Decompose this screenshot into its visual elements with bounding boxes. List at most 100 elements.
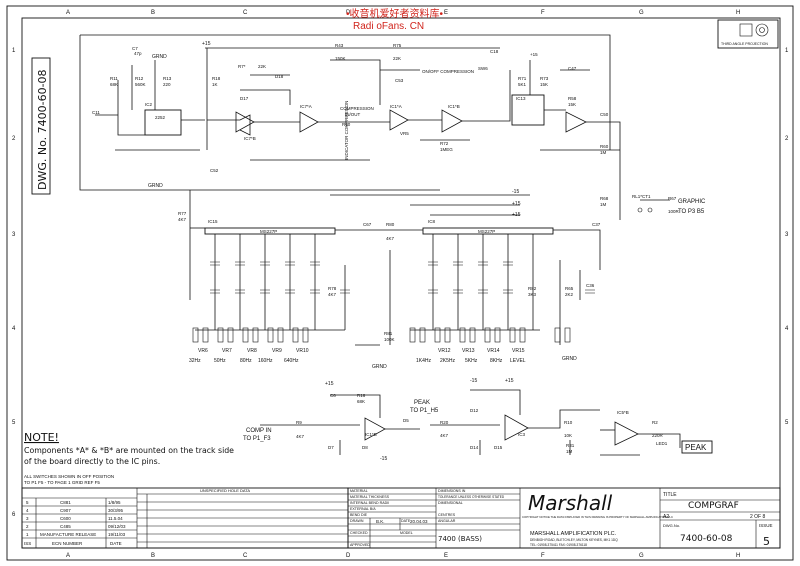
vr-label: VR13 — [462, 348, 475, 354]
part-ic15: MS227P — [260, 229, 277, 234]
band-label: 32Hz — [189, 358, 201, 364]
rev-iss: 1 — [26, 532, 29, 537]
col-label: G — [639, 553, 644, 559]
label-c47: C47 — [568, 66, 577, 71]
rev-date: 30/3/95 — [108, 508, 124, 513]
vr-label: VR14 — [487, 348, 500, 354]
band-label: 640Hz — [284, 358, 299, 364]
row-label: 5 — [12, 420, 16, 426]
note-switch1: ALL SWITCHES SHOWN IN OFF POSITION — [24, 474, 114, 479]
label-minus15: -15 — [512, 189, 519, 195]
col-label: A — [66, 10, 70, 16]
label-plus15-right: +15 — [530, 52, 538, 57]
value-c7: 47p — [134, 51, 142, 56]
value-r9: 4K7 — [296, 434, 305, 439]
vr-label: VR10 — [296, 348, 309, 354]
rev-iss: 2 — [26, 524, 29, 529]
tb-centres: CENTRES — [438, 513, 456, 517]
rev-iss: 3 — [26, 516, 29, 521]
label-r10: R10 — [342, 122, 351, 127]
rev-ecn: C907 — [60, 508, 71, 513]
label-c52: C52 — [210, 168, 219, 173]
label-gnd-right: GRND — [562, 356, 577, 362]
label-d18: D18 — [275, 74, 284, 79]
rev-ecn: C600 — [60, 516, 71, 521]
label-compression-inout: IN/OUT — [345, 112, 361, 117]
label-peak-out: PEAK — [414, 400, 430, 406]
band-label: 50Hz — [214, 358, 226, 364]
value-r80: 4K7 — [386, 236, 395, 241]
value-r13: 220 — [163, 82, 171, 87]
value-r58: 15K — [568, 102, 576, 107]
label-ic2: IC2 — [145, 102, 153, 107]
value-r77: 4K7 — [178, 217, 187, 222]
value-r68: 1M — [600, 202, 607, 207]
label-ic7b: IC7*B — [244, 136, 256, 141]
label-r58: R58 — [568, 96, 577, 101]
tb-phone: TEL: 01908-375411 FAX: 01908-376118 — [530, 543, 587, 547]
side-dwg-text: DWG. No. 7400-60-08 — [36, 69, 49, 190]
label-comp-in: COMP IN — [246, 428, 272, 434]
col-label: C — [243, 553, 248, 559]
label-ic3: IC3 — [518, 432, 526, 437]
label-graphic: GRAPHIC — [678, 199, 706, 205]
row-labels-right: 1 2 3 4 5 — [785, 48, 789, 426]
tb-external-bend: EXTERNAL B/A — [350, 507, 376, 511]
tb-date: 20.04.03 — [410, 519, 428, 524]
col-label: G — [639, 10, 644, 16]
title-block-text: MATERIAL MATERIAL THICKNESS INTERNAL BEN… — [350, 489, 773, 548]
row-label: 3 — [785, 232, 789, 238]
label-r13: R13 — [163, 76, 172, 81]
label-sw6: SW6 — [478, 66, 488, 71]
revision-table: UNSPECIFIED HOLE DATA — [21, 487, 349, 549]
label-r67: R67 — [668, 196, 677, 201]
label-r12: R12 — [135, 76, 144, 81]
label-to-p1-h5: TO P1_H5 — [410, 408, 439, 414]
rev-iss: 4 — [26, 508, 29, 513]
tb-copyright: COPYRIGHT NOTICE THE DATA DISPLAYED IN T… — [522, 515, 673, 519]
col-label: A — [66, 553, 70, 559]
peak-section-wiring — [260, 389, 681, 456]
tb-checked: CHECKED — [350, 531, 368, 535]
watermark-cn: •收音机爱好者资料库• — [346, 7, 444, 20]
label-on-off: ON/OFF COMPRESSION — [422, 69, 474, 74]
label-d15: D15 — [494, 445, 503, 450]
label-ic5b: IC5*B — [617, 410, 629, 415]
tb-dwg-label: DWG.No. — [663, 523, 680, 528]
col-label: D — [346, 553, 351, 559]
col-label: D — [346, 10, 351, 16]
label-to-p3-b5: TO P3 B5 — [678, 209, 705, 215]
value-r7a: 22K — [258, 64, 266, 69]
label-ic1a: IC1*A — [390, 104, 402, 109]
label-r16: R16 — [357, 393, 366, 398]
label-ic13: IC13 — [516, 96, 526, 101]
projection-label: THIRD ANGLE PROJECTION — [721, 42, 768, 46]
value-r10-lower: 10K — [564, 433, 572, 438]
label-r72: R72 — [440, 141, 449, 146]
row-label: 1 — [12, 48, 16, 54]
value-r82: 3K3 — [528, 292, 537, 297]
label-r71: R71 — [518, 76, 527, 81]
note-switch2: TO P1 F5 - TO PAGE 1 GRID REF F5 — [24, 480, 100, 485]
rev-date: 11.5.04 — [108, 516, 123, 521]
tb-bend-die: BEND DIE — [350, 513, 368, 517]
band-label: 80Hz — [240, 358, 252, 364]
label-r82: R82 — [528, 286, 537, 291]
col-label: B — [151, 553, 155, 559]
label-compression: COMPRESSION — [340, 106, 374, 111]
value-r72: 1MEG — [440, 147, 453, 152]
label-ic1b: IC1*B — [448, 104, 460, 109]
note-title: NOTE! — [24, 431, 59, 444]
label-indicator: INDICATOR COMPRESSION — [344, 101, 349, 160]
rev-ecn: ECN NUMBER — [52, 541, 83, 546]
main-wiring — [79, 34, 670, 346]
vr-label: VR8 — [247, 348, 257, 354]
tb-approved: APPROVED — [350, 543, 370, 547]
row-label: 2 — [785, 136, 789, 142]
value-r65: 2K2 — [565, 292, 574, 297]
drawing-border — [6, 5, 794, 561]
row-label: 3 — [12, 232, 16, 238]
band-label: 5KHz — [465, 358, 478, 364]
col-label: H — [736, 553, 740, 559]
label-r2: R2 — [652, 420, 658, 425]
